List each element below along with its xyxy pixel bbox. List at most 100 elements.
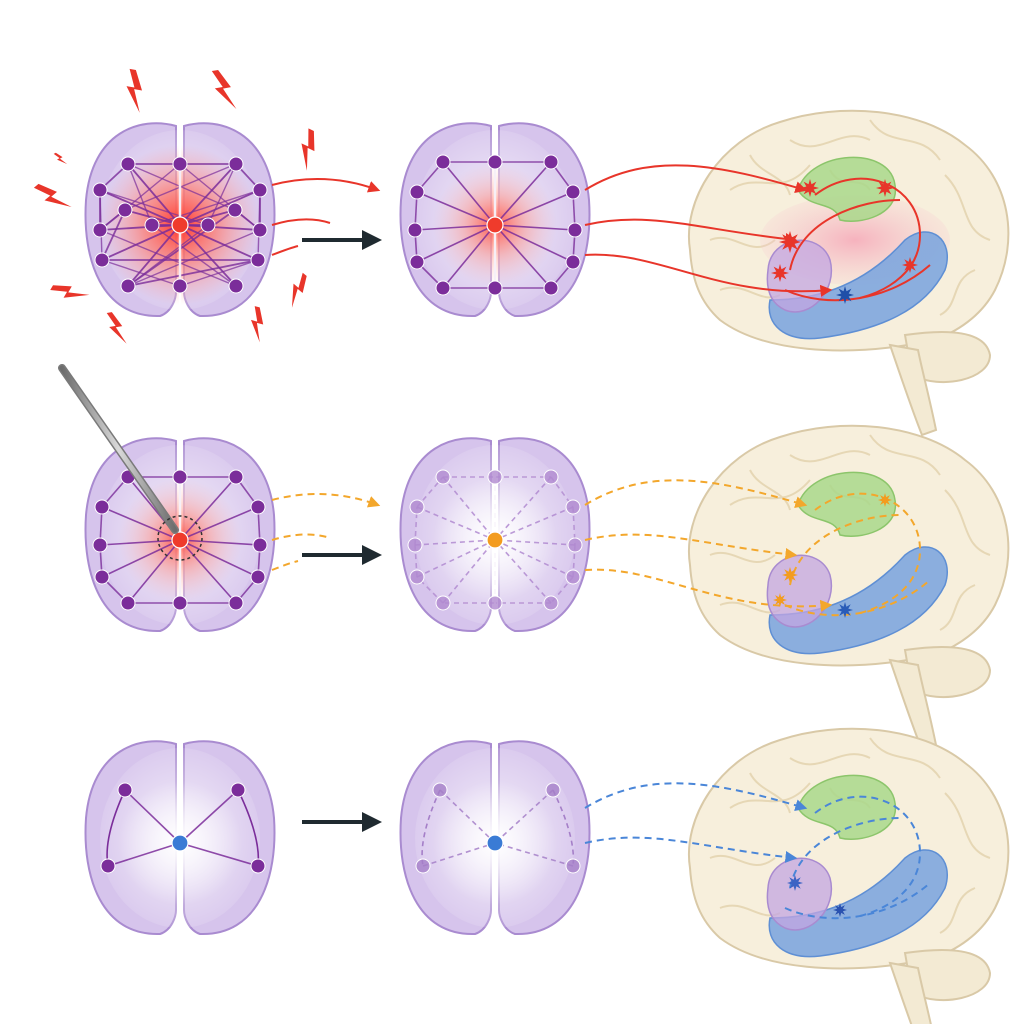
network-link [414,224,496,231]
network-link [127,163,153,226]
projection-arrow [271,493,381,508]
network-hub-node [486,216,504,234]
burst-star-icon [876,179,894,197]
network-node [567,537,583,553]
intrabrain-loop [814,795,922,917]
bursts-baseline [787,875,847,917]
network-node [252,222,268,238]
intrabrain-loop [784,579,931,617]
row-hyperactive [84,122,591,318]
projections-modulated [271,479,931,617]
network-link [179,209,236,226]
network-node [567,222,583,238]
network-link [179,476,237,541]
brain-gyrus [939,269,976,316]
projection-arrow [271,218,331,226]
network-node [92,537,108,553]
bursts-modulated [773,493,892,618]
brain-gyrus [749,154,791,196]
lightning-icon [106,312,127,344]
network-node [409,254,425,270]
network-node [250,499,266,515]
intrabrain-loop [784,264,931,302]
network-node [92,182,108,198]
network-node [250,858,266,874]
target-network-hyperactive [399,122,591,318]
network-node [487,469,503,485]
network-link [416,224,496,263]
network-node [94,499,110,515]
network-link [179,842,259,867]
network-node [94,252,110,268]
network-link [151,224,237,287]
network-node [545,782,561,798]
network-link [101,224,181,261]
brain-gyrus [789,450,871,463]
projections-hyperactive [271,164,931,302]
stimulation-field [157,515,203,561]
brain-stem [888,343,938,437]
network-node [100,858,116,874]
network-link [179,224,237,287]
network-node [117,782,133,798]
lightning-icon [33,183,72,208]
projection-to-brain [584,164,808,194]
network-node [120,156,136,172]
network-hub-node [486,531,504,549]
row-stimulated [84,437,591,633]
source-network-modulated [84,437,276,633]
projection-arrow [271,560,299,571]
network-node [409,499,425,515]
arrow-right-icon [362,812,382,832]
burst-star-icon [902,257,918,273]
network-link [99,189,181,226]
projection-arrow [271,533,331,541]
lightning-icon [126,68,143,113]
projections-baseline [584,782,931,920]
brain-gyrus [709,552,776,563]
network-node [407,222,423,238]
brain-gyrus [789,753,871,766]
network-node [120,278,136,294]
network-node [227,202,243,218]
network-link [127,259,259,287]
burst-star-icon [782,567,798,583]
lightning-icon [250,306,264,343]
network-link [494,224,574,263]
network-node [435,154,451,170]
network-node [172,156,188,172]
brain-gyrus [789,135,871,148]
network-hub-node [486,834,504,852]
target-network-modulated [399,437,591,633]
network-node [228,469,244,485]
green-region [797,471,896,537]
brain-gyrus [869,119,941,161]
network-hub-node [171,216,189,234]
network-node [565,858,581,874]
network-link [179,539,237,604]
brain-hyperactive [687,109,1010,437]
network-node [228,156,244,172]
burst-star-icon [801,179,819,197]
network-link [179,259,259,287]
network-node [415,858,431,874]
network-node [487,280,503,296]
network-link [151,189,261,226]
network-node [565,569,581,585]
network-link [179,539,261,546]
network-link [442,224,496,289]
network-link [494,539,576,546]
arrow-right-icon [362,545,382,565]
intrabrain-loop [814,177,922,299]
network-link [127,539,181,604]
network-link [494,842,574,867]
lightning-icon [301,128,315,171]
network-link [127,224,181,287]
network-link [179,163,237,226]
network-link [127,209,236,287]
green-region [797,156,896,222]
brain-gyrus [939,887,976,934]
network-link [422,842,496,867]
brain-gyrus [729,479,811,506]
